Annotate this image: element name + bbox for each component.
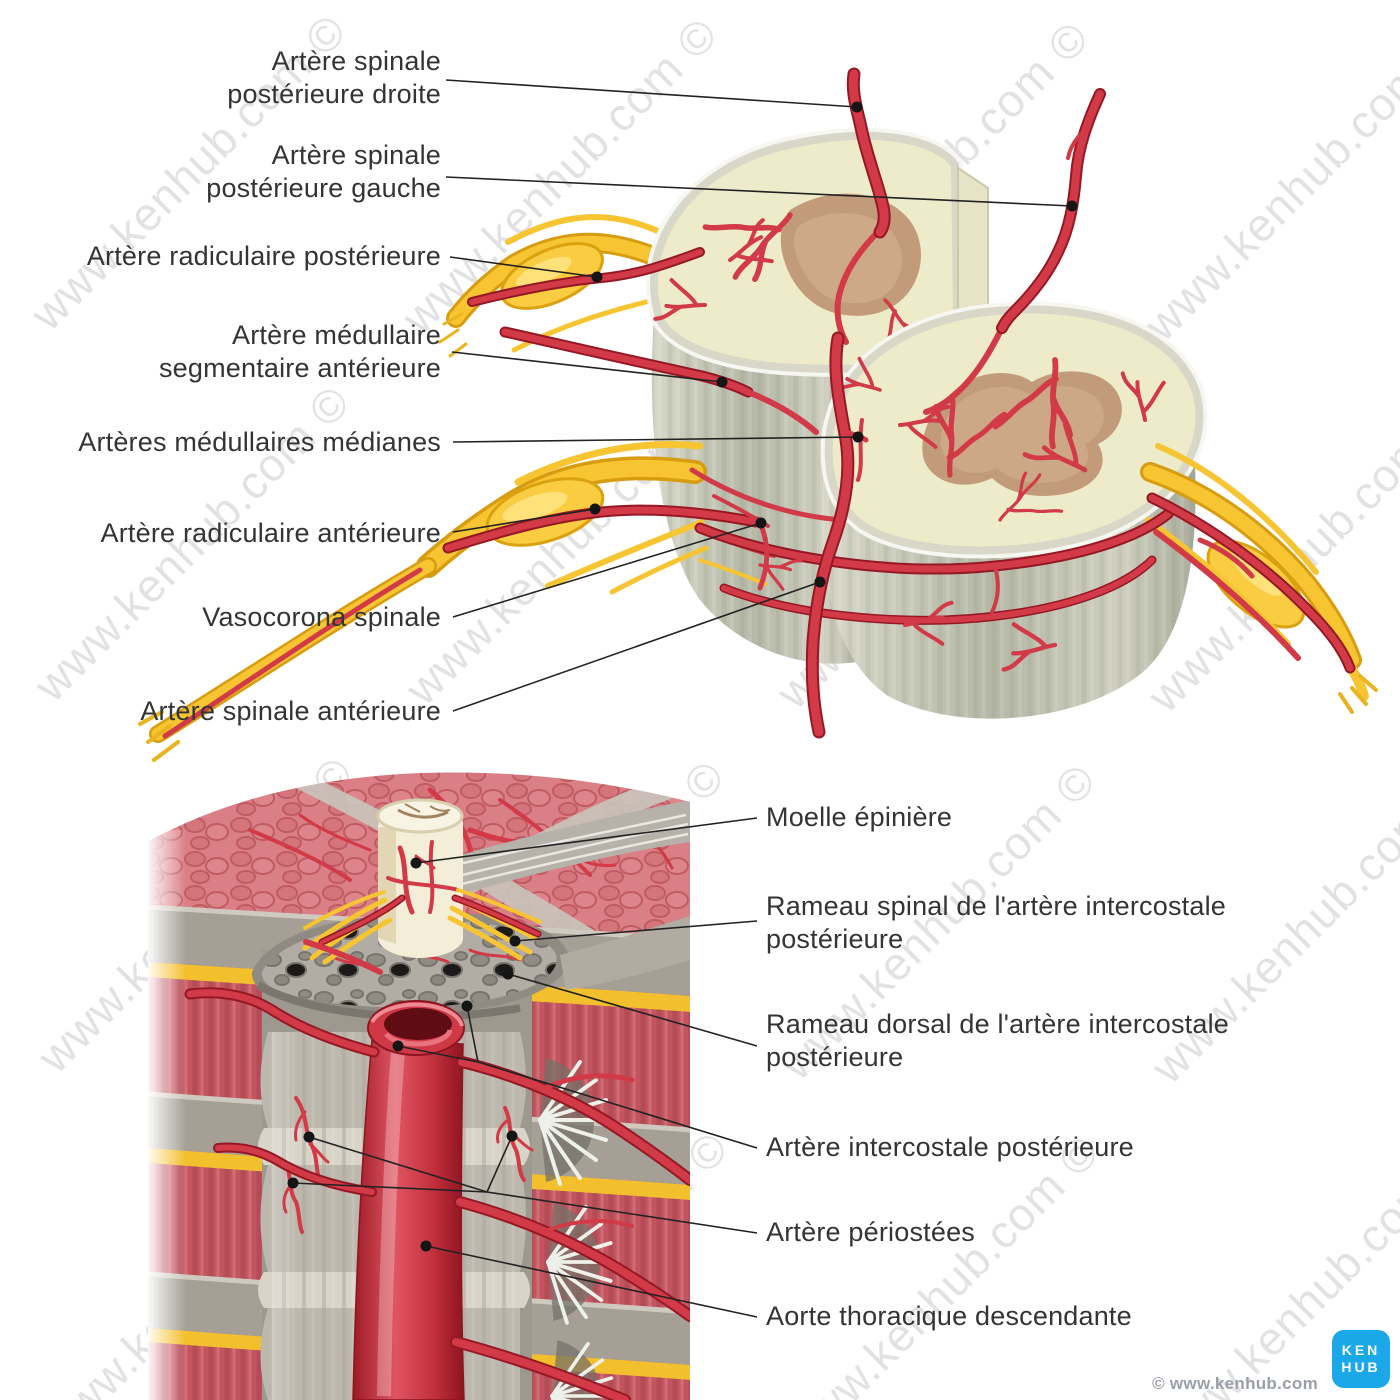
spinal-cord xyxy=(376,798,464,958)
posterior-spinal-artery-left xyxy=(996,88,1106,334)
label-posterior-radicular-artery: Artère radiculaire postérieure xyxy=(86,241,441,271)
label-median-medullary-arteries: Artères médullaires médianes xyxy=(78,427,441,457)
vasocorona xyxy=(689,467,1174,625)
anterior-segmental-medullary-artery xyxy=(499,326,819,435)
label-posterior-intercostal-artery: Artère intercostale postérieure xyxy=(766,1132,1134,1162)
copyright-text: © www.kenhub.com xyxy=(1152,1374,1318,1393)
label-spinal-branch-intercostal: Rameau spinal de l'artère intercostale p… xyxy=(766,891,1226,954)
right-segmental-arteries xyxy=(1146,492,1356,674)
label-anterior-spinal-artery: Artère spinale antérieure xyxy=(140,696,441,726)
label-periosteal-arteries: Artère périostées xyxy=(766,1217,975,1247)
kenhub-logo-text-line2: HUB xyxy=(1341,1359,1381,1375)
kenhub-logo-text-line1: KEN xyxy=(1341,1342,1381,1358)
label-vasocorona-spinale: Vasocorona spinale xyxy=(202,602,441,632)
label-descending-thoracic-aorta: Aorte thoracique descendante xyxy=(766,1301,1132,1331)
figure-spinal-cord-sections xyxy=(138,67,1378,762)
label-anterior-radicular-artery: Artère radiculaire antérieure xyxy=(100,518,441,548)
label-posterior-spinal-artery-left: Artère spinale postérieure gauche xyxy=(206,140,441,203)
aorta xyxy=(352,1000,465,1400)
label-posterior-spinal-artery-right: Artère spinale postérieure droite xyxy=(227,46,441,109)
kenhub-logo: KEN HUB xyxy=(1332,1330,1390,1388)
periosteal-arteries xyxy=(282,1096,534,1234)
anterior-spinal-artery xyxy=(805,331,869,739)
figure-thoracic-wall xyxy=(148,772,690,1400)
leader-dots xyxy=(287,101,1078,1252)
spinal-branches xyxy=(318,894,542,946)
label-spinal-cord: Moelle épinière xyxy=(766,802,953,832)
leader-lines xyxy=(287,79,1078,1318)
label-anterior-segmental-medullary: Artère médullaire segmentaire antérieure xyxy=(158,320,441,383)
label-dorsal-branch-intercostal: Rameau dorsal de l'artère intercostale p… xyxy=(766,1009,1229,1072)
intercostal-arteries xyxy=(184,939,690,1400)
